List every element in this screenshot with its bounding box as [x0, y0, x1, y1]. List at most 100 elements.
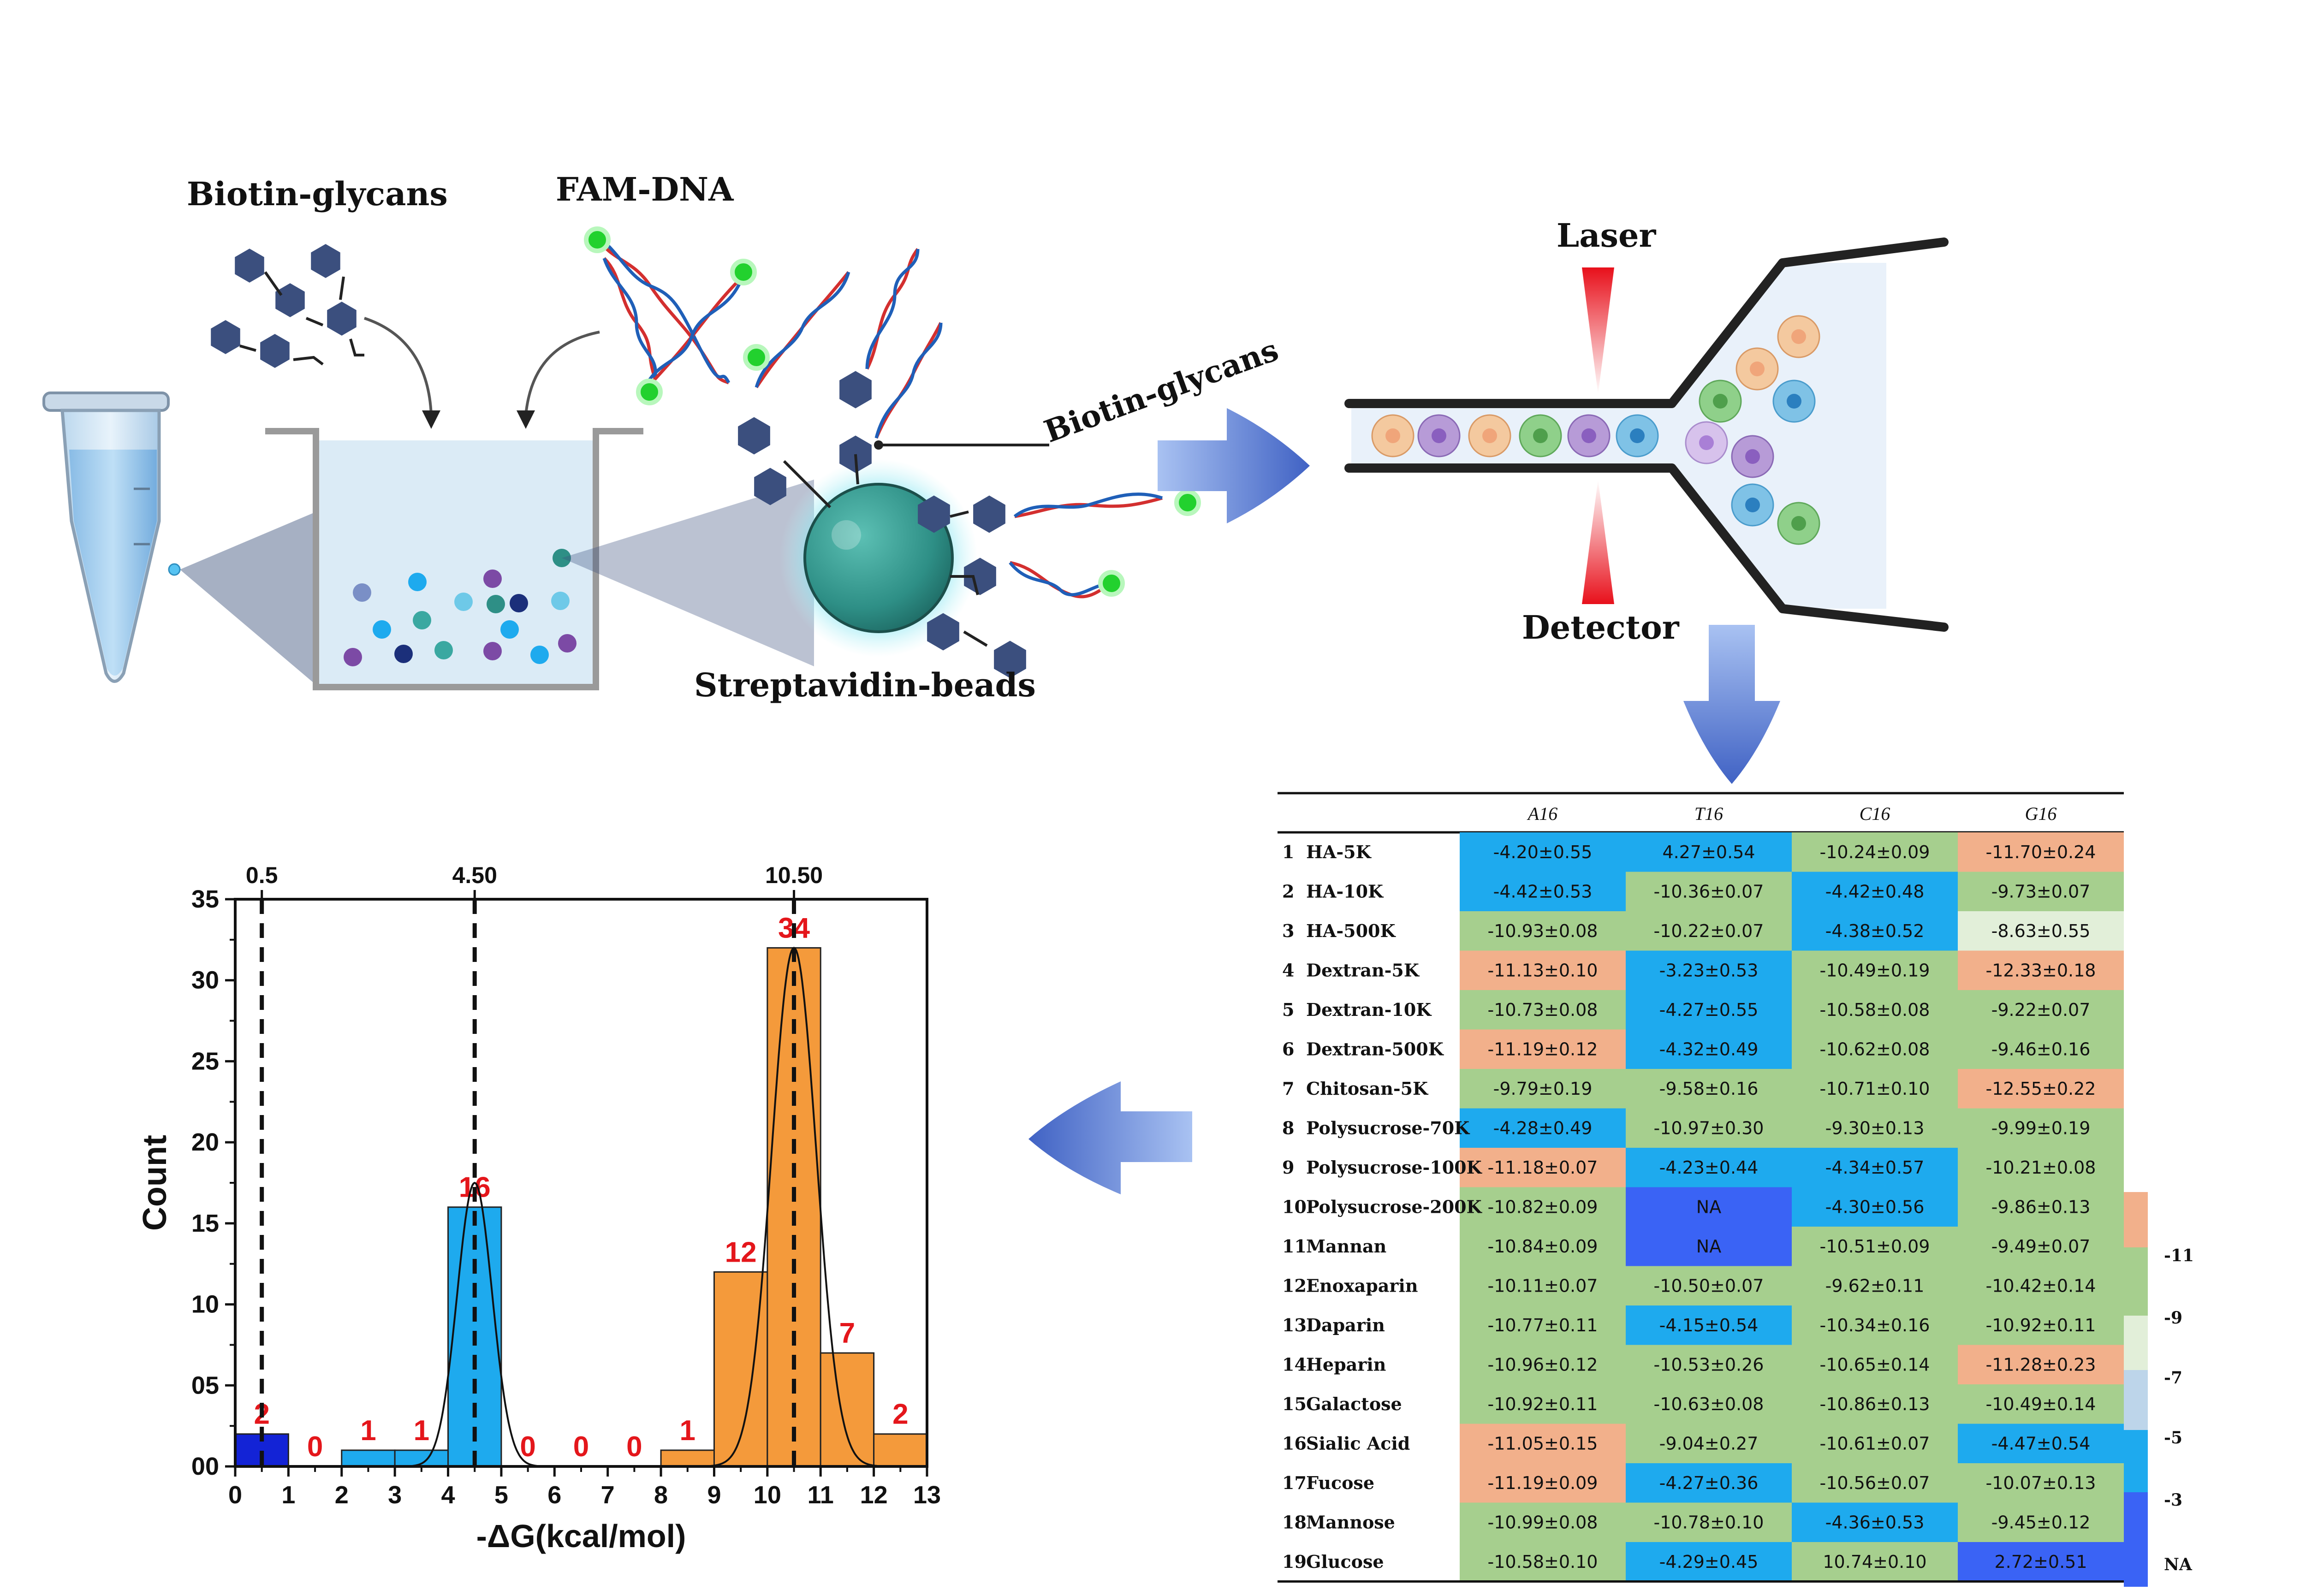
- table-row-name: HA-10K: [1306, 881, 1384, 902]
- table-row-number: 12: [1282, 1276, 1307, 1296]
- table-cell-bg: [1626, 1502, 1792, 1542]
- table-column-header: C16: [1860, 803, 1890, 824]
- x-tick-label: 3: [388, 1481, 402, 1509]
- table-cell-bg: [1958, 1029, 2124, 1069]
- histogram-bar: [341, 1449, 396, 1467]
- table-cell-bg: [1792, 1069, 1958, 1109]
- table-cell-value: -10.92±0.11: [1488, 1394, 1598, 1414]
- table-cell-value: -4.32±0.49: [1659, 1039, 1759, 1060]
- table-cell-bg: [1792, 1029, 1958, 1069]
- reference-line-label: 4.50: [452, 862, 497, 888]
- table-cell-value: -10.71±0.10: [1820, 1079, 1930, 1099]
- table-cell-bg: [1460, 1542, 1626, 1582]
- table-cell-value: -9.49±0.07: [1991, 1236, 2091, 1257]
- legend-label: NA: [2164, 1555, 2193, 1574]
- table-cell-value: -9.99±0.19: [1991, 1118, 2091, 1139]
- table-cell-value: -4.34±0.57: [1825, 1157, 1925, 1178]
- table-cell-value: -11.18±0.07: [1488, 1157, 1598, 1178]
- table-cell-bg: [1792, 1502, 1958, 1542]
- table-row-number: 1: [1282, 842, 1294, 862]
- zoom-cone-right: [562, 480, 814, 666]
- table-row-number: 11: [1282, 1236, 1307, 1257]
- table-column-header: A16: [1527, 803, 1557, 824]
- table-row-number: 18: [1282, 1512, 1307, 1533]
- table-cell-bg: [1626, 990, 1792, 1030]
- table-cell-bg: [1958, 1266, 2124, 1305]
- table-cell-value: -4.29±0.45: [1659, 1552, 1759, 1572]
- x-tick-label: 13: [913, 1481, 941, 1509]
- flow-cytometer: [1344, 237, 1949, 632]
- table-cell-value: -10.93±0.08: [1488, 921, 1598, 941]
- table-row-name: Heparin: [1306, 1354, 1386, 1375]
- reaction-well: [265, 428, 643, 690]
- table-cell-bg: [1792, 911, 1958, 951]
- table-row-name: Chitosan-5K: [1306, 1078, 1429, 1099]
- table-cell-value: 2.72±0.51: [1994, 1552, 2087, 1572]
- table-cell-value: -10.49±0.19: [1820, 961, 1930, 981]
- table-cell-value: -4.36±0.53: [1825, 1513, 1925, 1533]
- table-cell-bg: [1626, 1029, 1792, 1069]
- table-cell-value: -12.55±0.22: [1986, 1079, 2096, 1099]
- table-cell-value: -9.58±0.16: [1659, 1079, 1759, 1099]
- table-row-name: HA-5K: [1306, 842, 1372, 862]
- table-cell-bg: [1958, 1069, 2124, 1109]
- table-cell-value: NA: [1696, 1197, 1721, 1217]
- table-cell-value: -8.63±0.55: [1991, 921, 2091, 941]
- table-cell-value: -9.04±0.27: [1659, 1434, 1759, 1454]
- table-cell-bg: [1460, 911, 1626, 951]
- table-cell-value: -4.27±0.36: [1659, 1473, 1759, 1493]
- biotin-glycans-cluster: [211, 244, 364, 368]
- table-cell-value: -4.27±0.55: [1659, 1000, 1759, 1020]
- table-cell-bg: [1958, 1305, 2124, 1345]
- table-cell-value: 10.74±0.10: [1823, 1552, 1926, 1572]
- table-cell-bg: [1626, 1345, 1792, 1384]
- x-tick-label: 8: [654, 1481, 668, 1509]
- well-beads: [344, 549, 576, 666]
- table-cell-value: -11.19±0.09: [1488, 1473, 1598, 1493]
- bar-count-label: 7: [839, 1317, 855, 1349]
- table-cell-bg: [1958, 1108, 2124, 1148]
- x-tick-label: 9: [707, 1481, 721, 1509]
- x-tick-label: 1: [281, 1481, 295, 1509]
- table-cell-value: -10.53±0.26: [1654, 1355, 1764, 1375]
- table-cell-bg: [1792, 832, 1958, 872]
- table-cell-value: NA: [1696, 1236, 1721, 1257]
- table-cell-bg: [1792, 950, 1958, 990]
- table-cell-bg: [1958, 911, 2124, 951]
- table-row-name: Dextran-5K: [1306, 960, 1420, 981]
- table-cell-bg: [1626, 1187, 1792, 1227]
- table-cell-value: -10.22±0.07: [1654, 921, 1764, 941]
- table-row-number: 3: [1282, 920, 1294, 941]
- table-cell-value: -10.56±0.07: [1820, 1473, 1930, 1493]
- bar-count-label: 1: [680, 1415, 695, 1447]
- x-tick-label: 4: [441, 1481, 455, 1509]
- x-tick-label: 5: [494, 1481, 508, 1509]
- table-column-header: T16: [1694, 803, 1723, 824]
- table-cell-bg: [1626, 1463, 1792, 1503]
- table-row-number: 14: [1282, 1354, 1307, 1375]
- table-cell-value: -10.36±0.07: [1654, 882, 1764, 902]
- table-cell-bg: [1958, 872, 2124, 911]
- table-cell-bg: [1460, 1384, 1626, 1424]
- table-row-name: Mannose: [1306, 1512, 1395, 1533]
- table-cell-bg: [1792, 1187, 1958, 1227]
- x-tick-label: 0: [228, 1481, 242, 1509]
- label-streptavidin-beads: Streptavidin-beads: [694, 666, 1036, 704]
- table-row-name: Enoxaparin: [1306, 1276, 1418, 1296]
- bar-count-label: 1: [360, 1415, 376, 1447]
- table-row-number: 19: [1282, 1551, 1307, 1572]
- bar-count-label: 2: [892, 1399, 908, 1430]
- arrow-down: [1683, 625, 1780, 784]
- reference-line-label: 10.50: [765, 862, 823, 888]
- table-cell-value: -10.58±0.08: [1820, 1000, 1930, 1020]
- table-cell-bg: [1460, 1424, 1626, 1463]
- table-cell-bg: [1958, 832, 2124, 872]
- table-cell-value: -4.30±0.56: [1825, 1197, 1925, 1217]
- table-cell-bg: [1460, 1187, 1626, 1227]
- table-cell-bg: [1958, 1542, 2124, 1582]
- table-cell-bg: [1626, 1266, 1792, 1305]
- table-cell-value: -10.21±0.08: [1986, 1157, 2096, 1178]
- table-cell-value: -10.24±0.09: [1820, 842, 1930, 862]
- table-cell-bg: [1792, 872, 1958, 911]
- table-cell-bg: [1626, 1384, 1792, 1424]
